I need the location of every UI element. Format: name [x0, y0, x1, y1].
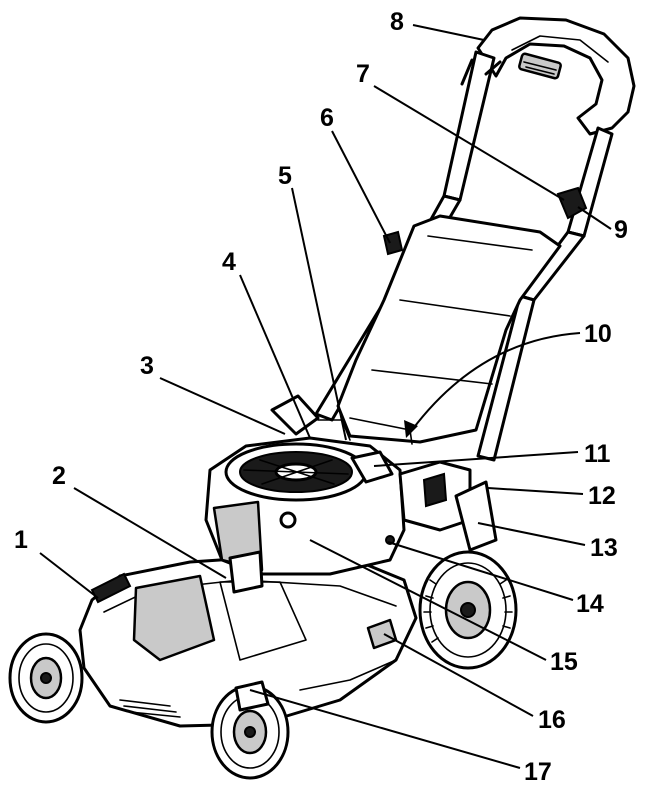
handle-knob-left [382, 230, 404, 256]
leader-10-arrowhead [404, 420, 418, 438]
front-right-height-adjuster [234, 680, 270, 712]
rear-discharge-door [454, 480, 498, 552]
leader-8 [412, 24, 485, 41]
leader-7 [373, 85, 565, 201]
leader-10 [411, 332, 581, 431]
callout-6: 6 [320, 104, 334, 132]
handle-assembly [314, 16, 636, 462]
callout-16: 16 [538, 706, 566, 734]
leader-3 [159, 377, 286, 435]
callout-3: 3 [140, 352, 154, 380]
front-left-hub-center [40, 672, 52, 684]
front-left-tread [18, 643, 74, 713]
callout-2: 2 [52, 462, 66, 490]
spark-plug-boot [228, 550, 264, 594]
front-height-lever [90, 572, 132, 604]
callout-7: 7 [356, 60, 370, 88]
callout-13: 13 [590, 534, 618, 562]
handle-grip-texture [523, 61, 557, 75]
leader-6 [331, 130, 391, 244]
deck-side-panel [132, 574, 216, 662]
deck-skirt-line [299, 659, 397, 691]
control-bail-lever [460, 58, 502, 86]
rear-tire-tread [429, 562, 507, 658]
handle-lower-right-tube [476, 294, 536, 462]
leader-15 [309, 539, 547, 661]
leader-12 [487, 487, 584, 495]
callout-15: 15 [550, 648, 578, 676]
leader-5 [291, 187, 347, 441]
leader-4 [239, 274, 311, 439]
callout-11: 11 [584, 440, 611, 468]
leader-17 [249, 689, 521, 769]
engine-bolt [279, 511, 297, 529]
leader-13 [477, 522, 586, 546]
front-wheel-left [8, 632, 84, 724]
handle-knob-right [556, 186, 588, 220]
front-wheel-right [210, 680, 290, 780]
callout-1: 1 [14, 526, 28, 554]
upper-handle-inner-line [511, 35, 609, 63]
mower-deck [78, 554, 418, 728]
grass-bag-frame [336, 214, 562, 444]
rear-wheel [418, 550, 518, 670]
oil-fill-cap [350, 450, 394, 484]
deck-vent-lines [119, 699, 181, 718]
callout-14: 14 [576, 590, 604, 618]
rear-tread-marks [423, 579, 513, 643]
callout-9: 9 [614, 216, 628, 244]
callout-10: 10 [584, 320, 612, 348]
leader-1 [39, 552, 99, 599]
leader-9 [577, 206, 612, 230]
leader-2 [73, 487, 227, 579]
callout-17: 17 [524, 758, 552, 786]
handle-upper-right-tube [566, 126, 614, 238]
callout-labels: 1 2 3 4 5 6 7 8 9 10 11 12 13 14 15 16 1… [14, 8, 628, 786]
leader-16 [383, 633, 534, 717]
grass-bag-panel-lines [371, 235, 533, 385]
leader-lines [39, 24, 612, 769]
callout-12: 12 [588, 482, 616, 510]
engine-fan-spokes [243, 459, 349, 485]
rear-height-lever [422, 472, 448, 508]
callout-5: 5 [278, 162, 292, 190]
callout-8: 8 [390, 8, 404, 36]
front-right-hub-center [244, 726, 256, 738]
rear-hub-center [460, 602, 476, 618]
leader-14 [387, 541, 574, 601]
callout-4: 4 [222, 248, 236, 276]
leader-11 [373, 451, 579, 467]
starter-cord-guide [270, 394, 320, 436]
